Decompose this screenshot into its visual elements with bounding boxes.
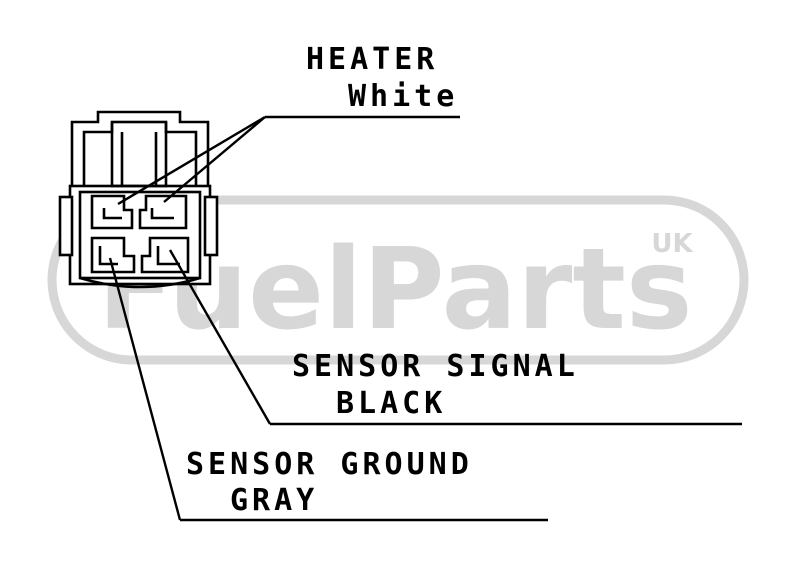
sensor-ground-color-label: GRAY bbox=[230, 483, 318, 518]
sensor-signal-label: SENSOR SIGNAL bbox=[292, 349, 579, 384]
sensor-signal-color-label: BLACK bbox=[336, 386, 446, 421]
heater-color-label: White bbox=[348, 79, 458, 114]
sensor-signal-pin bbox=[140, 236, 190, 274]
heater-leader-right bbox=[163, 116, 266, 203]
watermark-logo: FuelParts UK bbox=[47, 195, 749, 365]
wire-labels: HEATER White SENSOR SIGNAL BLACK SENSOR … bbox=[186, 42, 579, 518]
heater-pin-left bbox=[90, 194, 134, 230]
heater-leader-left bbox=[117, 115, 266, 206]
heater-pin-right bbox=[138, 194, 188, 230]
ground-leader bbox=[108, 257, 182, 521]
heater-label: HEATER bbox=[306, 42, 438, 77]
leader-lines bbox=[108, 115, 742, 522]
sensor-ground-label: SENSOR GROUND bbox=[186, 447, 473, 482]
connector-body bbox=[58, 110, 219, 289]
watermark-region: UK bbox=[651, 229, 693, 259]
watermark-pill bbox=[47, 195, 749, 365]
signal-leader bbox=[168, 249, 272, 425]
